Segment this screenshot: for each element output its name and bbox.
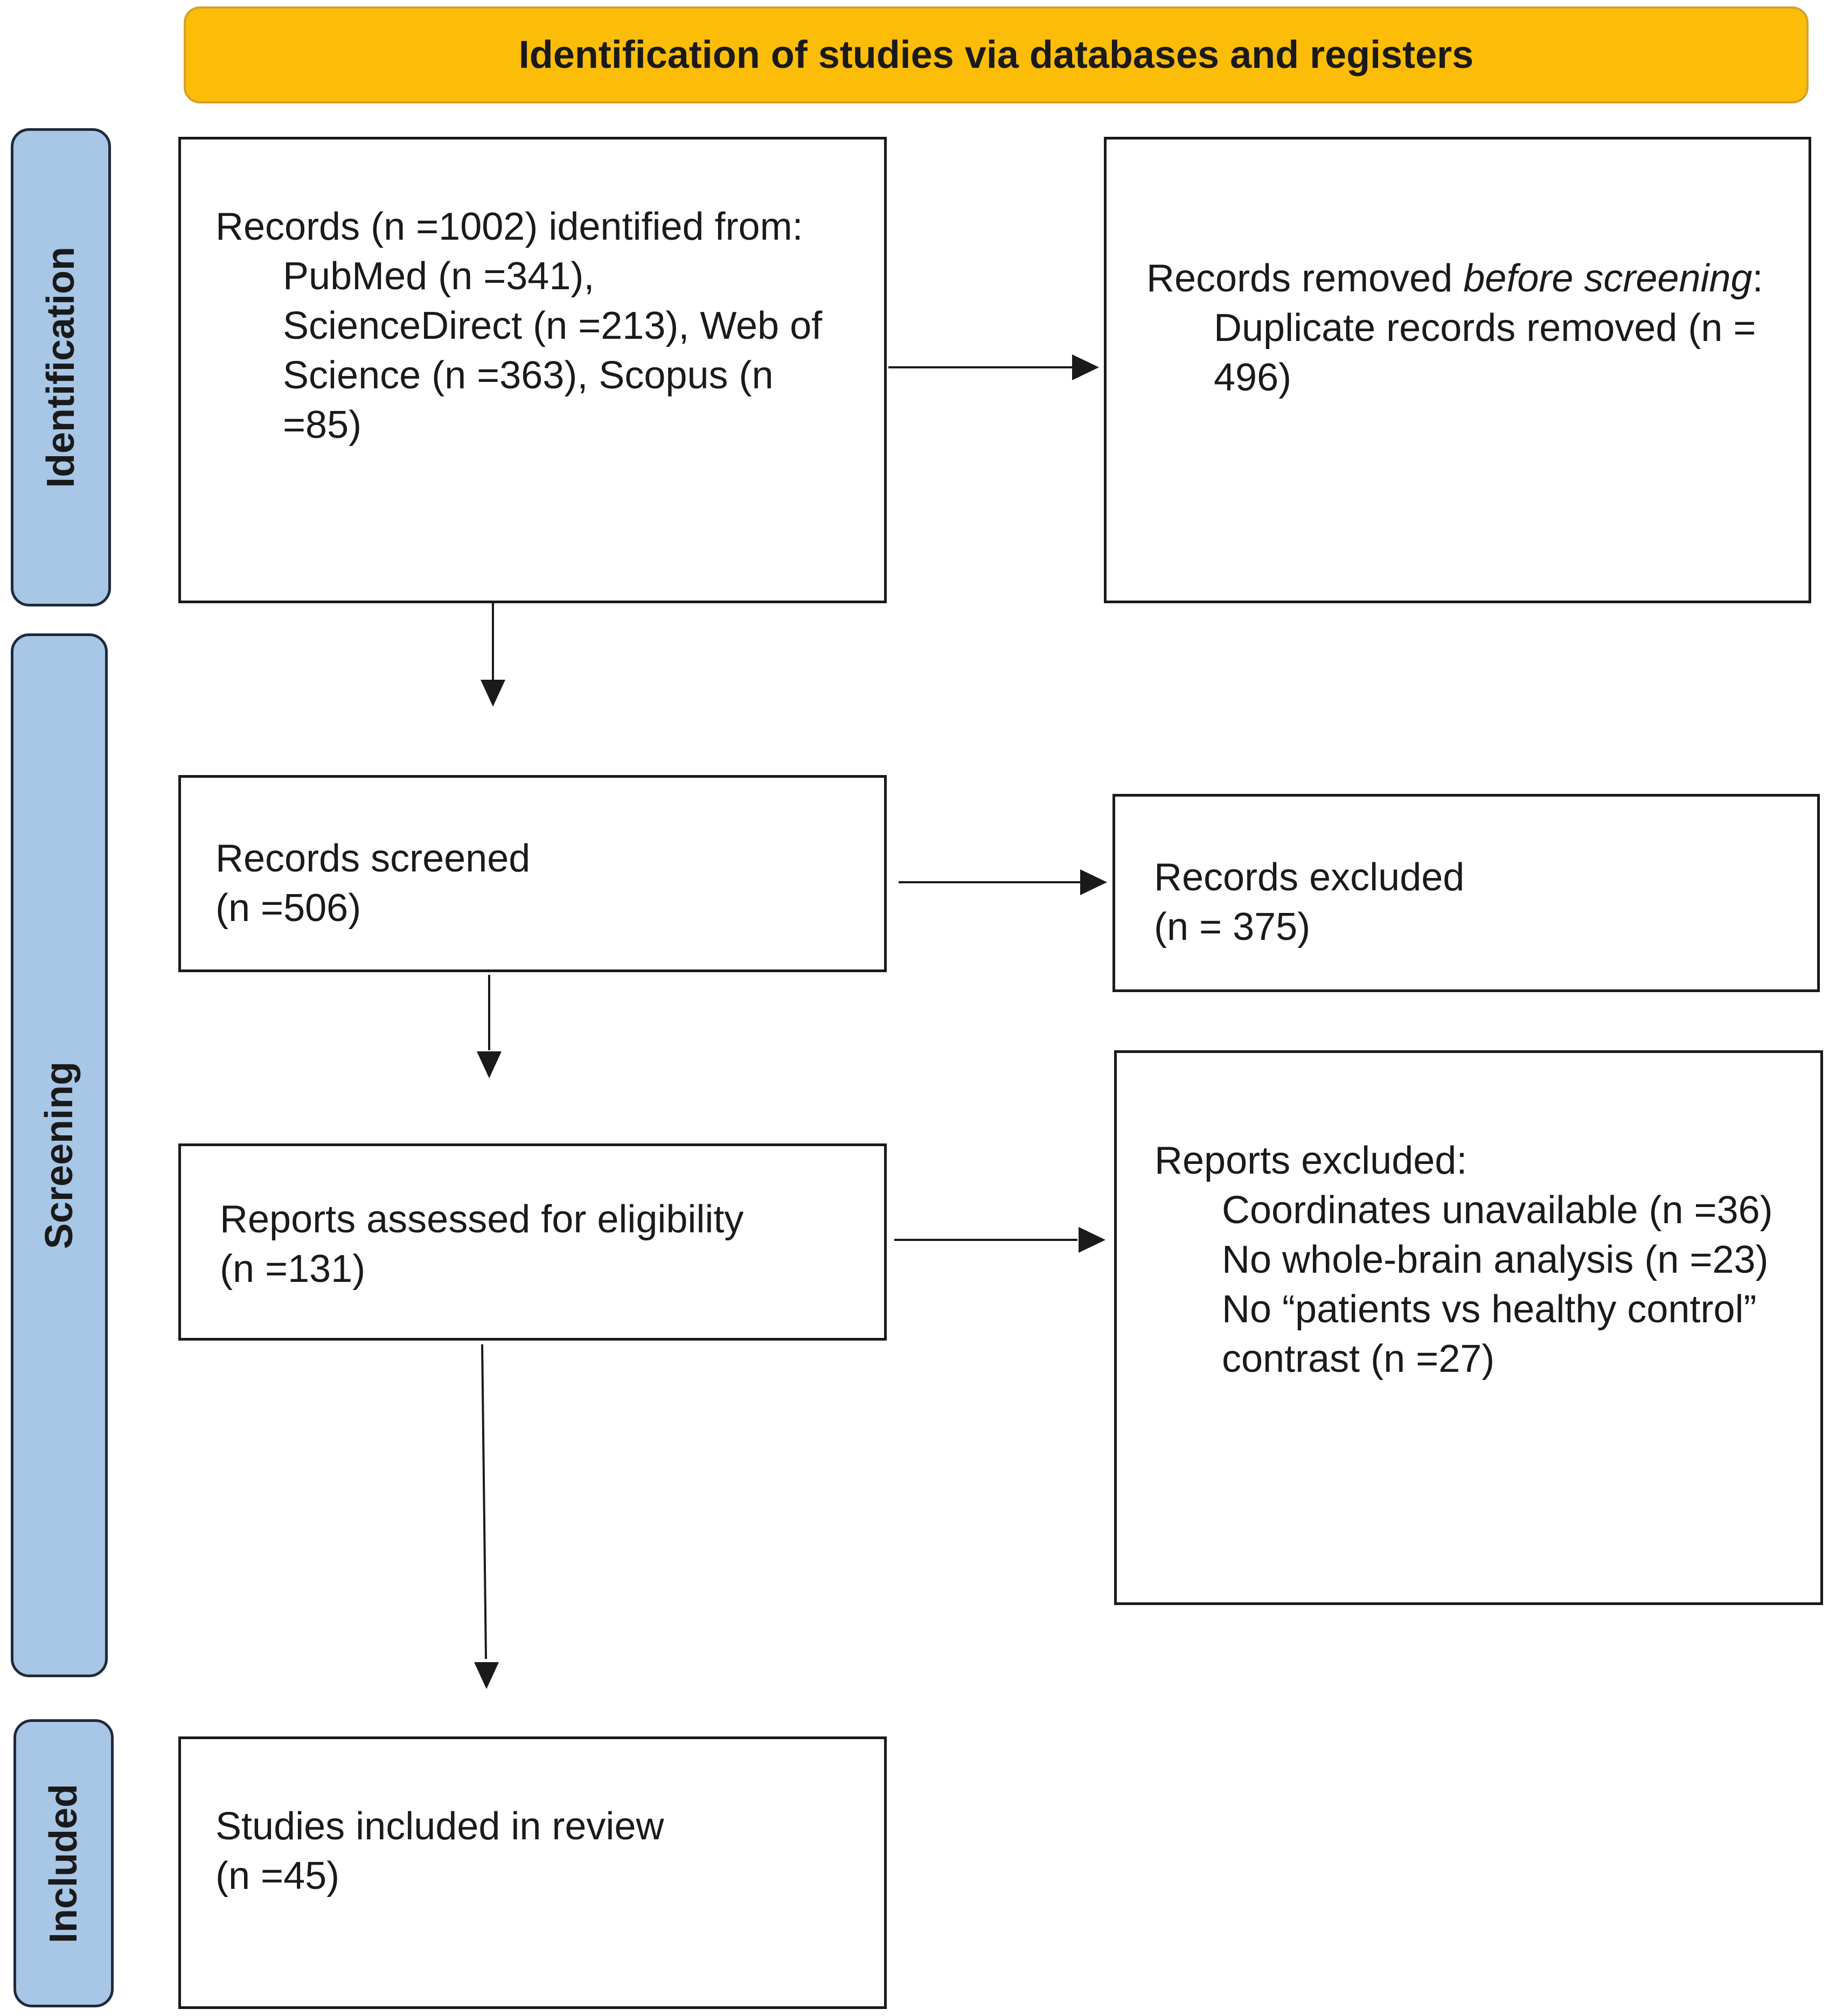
studies-included-text: Studies included in review (215, 1805, 664, 1848)
reports-excluded-box: Reports excluded: Coordinates unavailabl… (1114, 1050, 1823, 1605)
records-removed-box: Records removed before screening: Duplic… (1104, 137, 1811, 603)
header-banner: Identification of studies via databases … (184, 6, 1809, 103)
records-removed-heading: Records removed before screening: (1146, 257, 1763, 300)
reports-excluded-reason-2: No whole-brain analysis (n =23) (1222, 1238, 1769, 1281)
reports-assessed-text: Reports assessed for eligibility (220, 1198, 744, 1241)
arrowhead-screened (481, 680, 505, 707)
arrowhead-reports-excluded (1079, 1227, 1105, 1253)
reports-excluded-reason-1: Coordinates unavailable (n =36) (1222, 1189, 1773, 1232)
studies-included-count: (n =45) (215, 1854, 340, 1898)
records-identified-sources: PubMed (n =341), ScienceDirect (n =213),… (283, 255, 823, 447)
studies-included-box: Studies included in review (n =45) (178, 1736, 887, 2009)
reports-excluded-reason-3: No “patients vs healthy control” contras… (1222, 1288, 1757, 1380)
reports-assessed-box: Reports assessed for eligibility (n =131… (178, 1143, 887, 1341)
reports-excluded-heading: Reports excluded: (1155, 1139, 1468, 1182)
records-identified-text: Records (n =1002) identified from: (215, 205, 803, 248)
records-screened-box: Records screened (n =506) (178, 775, 887, 972)
records-screened-text: Records screened (215, 837, 531, 880)
records-identified-box: Records (n =1002) identified from: PubMe… (178, 137, 887, 603)
records-screened-count: (n =506) (215, 887, 361, 930)
header-title: Identification of studies via databases … (518, 33, 1474, 76)
arrowhead-assessed (477, 1051, 502, 1078)
records-removed-detail: Duplicate records removed (n = 496) (1214, 306, 1756, 399)
phase-identification: Identification (11, 128, 111, 606)
reports-assessed-count: (n =131) (220, 1247, 366, 1290)
records-excluded-text: Records excluded (1154, 856, 1465, 899)
arrowhead-records-excluded (1080, 869, 1107, 895)
arrowhead-removed (1072, 354, 1099, 380)
arrow-assessed-to-included (481, 1344, 487, 1659)
records-excluded-box: Records excluded (n = 375) (1112, 794, 1820, 992)
arrowhead-included (474, 1662, 499, 1689)
records-excluded-count: (n = 375) (1154, 905, 1311, 948)
phase-screening: Screening (11, 633, 108, 1677)
phase-included: Included (13, 1719, 114, 2007)
